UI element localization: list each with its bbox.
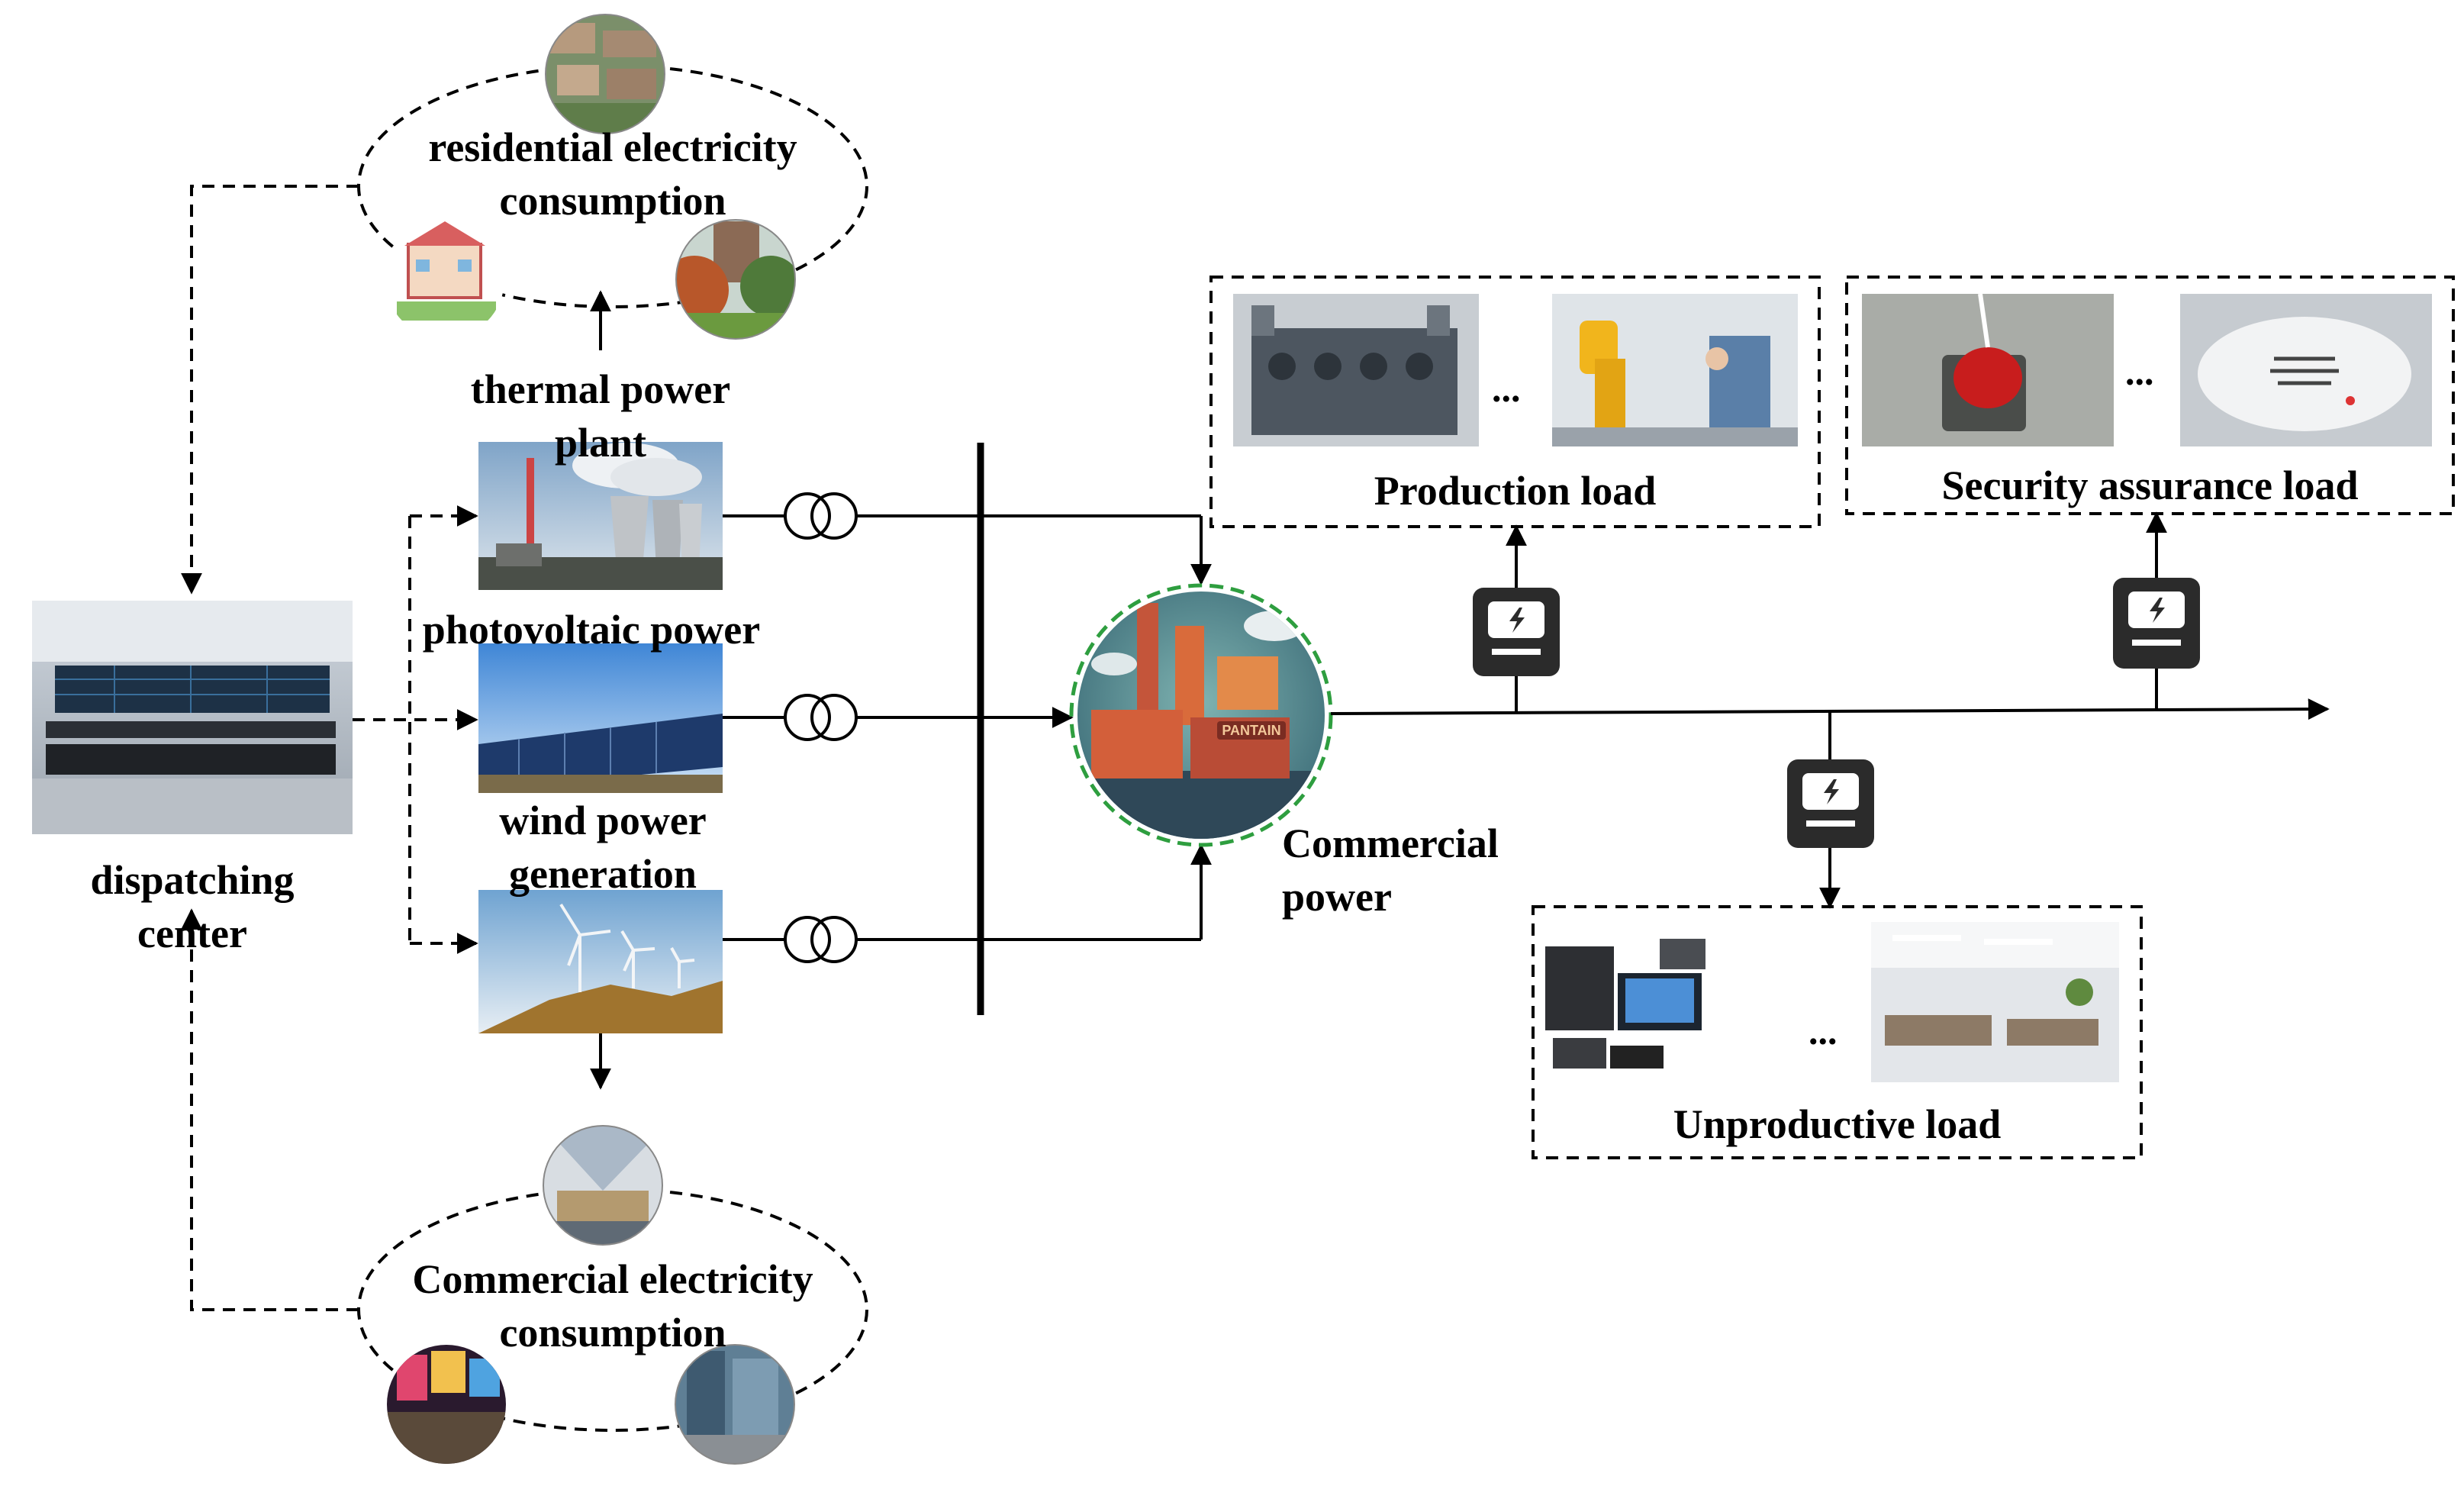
office-equipment-photo xyxy=(1541,922,1709,1075)
transformer-equipment-photo xyxy=(1233,294,1479,446)
wind-photo xyxy=(478,890,723,1033)
residential-photo-right xyxy=(676,220,795,339)
production-load-label: Production load xyxy=(1211,464,1819,517)
factory-icon: PANTAIN xyxy=(1069,583,1333,847)
residential-photo-top xyxy=(546,15,665,134)
office-room-photo xyxy=(1871,922,2119,1082)
commercial-power-line1: Commercial xyxy=(1282,820,1499,866)
residential-photo-left xyxy=(385,220,504,339)
commercial-consumption-line2: consumption xyxy=(499,1310,726,1355)
wind-label-line2: generation xyxy=(509,851,697,897)
thermal-label: thermal power plant xyxy=(416,363,785,469)
robot-arm-photo xyxy=(1552,294,1798,446)
commercial-power-line2: power xyxy=(1282,874,1392,920)
transformer-icon-pv xyxy=(723,694,858,741)
thermal-label-line1: thermal power xyxy=(470,366,731,412)
transformer-icon-thermal xyxy=(723,492,1201,540)
residential-label: residential electricity consumption xyxy=(361,121,865,227)
dispatching-center-label: dispatching center xyxy=(32,853,353,960)
thermal-plant-photo xyxy=(478,442,723,590)
unproductive-load-text: Unproductive load xyxy=(1673,1101,2002,1147)
security-load-label: Security assurance load xyxy=(1847,459,2453,512)
transformer-icon-wind xyxy=(723,916,1201,963)
dispatching-center-photo xyxy=(32,601,353,834)
commercial-photo-left xyxy=(387,1345,506,1464)
unproductive-load-box xyxy=(1532,905,2143,1159)
photovoltaic-label: photovoltaic power xyxy=(397,603,786,656)
dispatching-label-line2: center xyxy=(137,911,247,956)
unproductive-load-label: Unproductive load xyxy=(1533,1098,2141,1151)
commercial-power-label: Commercial power xyxy=(1282,817,1587,924)
photovoltaic-photo xyxy=(478,643,723,793)
commercial-consumption-label: Commercial electricity consumption xyxy=(361,1252,865,1359)
photovoltaic-label-text: photovoltaic power xyxy=(422,607,761,653)
commercial-photo-top xyxy=(543,1126,662,1245)
dispatch-to-residential-line xyxy=(181,185,359,595)
wind-label: wind power generation xyxy=(424,794,782,901)
dispatch-connectors xyxy=(181,185,478,1311)
electricity-meter-icon-unproductive xyxy=(1787,759,1874,848)
security-load-box xyxy=(1845,276,2455,515)
security-load-text: Security assurance load xyxy=(1941,463,2359,508)
commercial-photo-right xyxy=(675,1345,794,1464)
residential-label-line1: residential electricity xyxy=(428,124,797,170)
commercial-to-dispatch-line xyxy=(181,908,359,1311)
production-load-box xyxy=(1209,276,1821,528)
unproductive-ellipsis: ... xyxy=(1809,1010,1838,1052)
alarm-light-photo xyxy=(1862,293,2114,446)
production-load-text: Production load xyxy=(1374,468,1657,514)
commercial-consumption-line1: Commercial electricity xyxy=(412,1256,813,1302)
production-ellipsis: ... xyxy=(1492,367,1521,410)
security-ellipsis: ... xyxy=(2125,350,2154,393)
smoke-detector-photo xyxy=(2180,294,2432,446)
wind-label-line1: wind power xyxy=(499,798,707,843)
electricity-meter-icon-security xyxy=(2113,578,2200,669)
svg-text:PANTAIN: PANTAIN xyxy=(1222,723,1280,738)
residential-label-line2: consumption xyxy=(499,178,726,224)
electricity-meter-icon-production xyxy=(1473,588,1560,676)
dispatching-label-line1: dispatching xyxy=(90,857,295,903)
thermal-label-line2: plant xyxy=(554,420,647,466)
